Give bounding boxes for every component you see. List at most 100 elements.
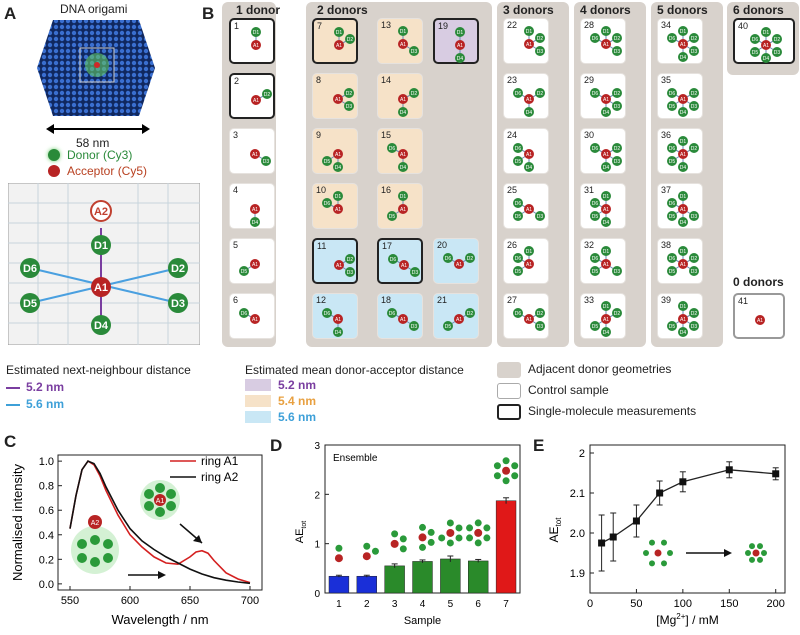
- dot-label: A1: [335, 207, 341, 213]
- sample-number: 31: [584, 185, 595, 195]
- x-tick-label: 2: [364, 599, 370, 610]
- sample-number: 2: [234, 76, 240, 86]
- glyph-acceptor: [334, 554, 343, 563]
- sample-number: 32: [584, 240, 595, 250]
- sample-number: 24: [507, 130, 518, 140]
- dot-label: D4: [680, 55, 687, 61]
- dot-label: D6: [669, 36, 676, 42]
- x-axis-label-sup: 2+: [676, 612, 685, 621]
- sample-number: 6: [233, 295, 239, 305]
- glyph-donor: [446, 539, 454, 547]
- legend-single-molecule: Single-molecule measurements: [528, 404, 697, 418]
- schematic-node-d5: D5: [23, 298, 37, 310]
- dot-label: A1: [456, 262, 462, 268]
- donor-dot: [678, 191, 688, 201]
- dot-label: A1: [526, 152, 532, 158]
- bar-5: [440, 558, 461, 594]
- donor-dot: [689, 33, 699, 43]
- panel-label-d: D: [270, 436, 283, 455]
- donor-dot: [455, 27, 465, 37]
- donor-dot: [513, 308, 523, 318]
- schematic-node-d6: D6: [23, 263, 37, 275]
- glyph-donor: [749, 556, 755, 563]
- dot-label: D3: [537, 49, 544, 55]
- x-tick-label: 1: [336, 599, 342, 610]
- ring-a1-icon: A1: [140, 480, 180, 520]
- legend-control: Control sample: [528, 383, 609, 397]
- donor-dot: [513, 211, 523, 221]
- dot-label: D1: [680, 304, 687, 310]
- donor-dot: [601, 217, 611, 227]
- donor-dot: [667, 253, 677, 263]
- sample-number: 21: [437, 295, 448, 305]
- dot-label: D5: [669, 214, 676, 220]
- dot-label: D6: [669, 146, 676, 152]
- glyph-donor: [391, 530, 399, 538]
- dot-label: D1: [400, 194, 407, 200]
- dot-label: D6: [592, 256, 599, 262]
- dot-label: D6: [669, 256, 676, 262]
- dot-label: D1: [763, 30, 770, 36]
- dot-label: A1: [336, 263, 342, 269]
- legend-adjacent: Adjacent donor geometries: [528, 362, 672, 376]
- glyph-donor: [511, 462, 519, 470]
- dot-label: D6: [752, 37, 759, 43]
- dot-label: A1: [757, 318, 763, 324]
- sample-number: 11: [317, 241, 327, 251]
- dot-label: D3: [411, 324, 418, 330]
- donor-dot: [465, 253, 475, 263]
- donor-dot: [601, 191, 611, 201]
- donor-dot: [612, 46, 622, 56]
- glyph-donor: [649, 539, 655, 546]
- acceptor-dot: [398, 94, 408, 104]
- dist-line-purple: [6, 387, 20, 389]
- acceptor-dot: [755, 315, 765, 325]
- donor-dot: [387, 211, 397, 221]
- acceptor-dot: [250, 149, 260, 159]
- donor-dot: [398, 191, 408, 201]
- dot-label: D2: [691, 146, 698, 152]
- dot-label: D4: [680, 165, 687, 171]
- donor-dot: [772, 34, 782, 44]
- glyph-donor: [661, 560, 667, 567]
- sample-number: 30: [584, 130, 595, 140]
- donor-dot: [239, 266, 249, 276]
- y-tick-label: 1: [314, 540, 320, 551]
- dot-label: D3: [263, 159, 270, 165]
- donor-dot: [689, 253, 699, 263]
- data-point: [656, 489, 664, 497]
- donor-dot: [590, 88, 600, 98]
- donor-dot: [388, 254, 398, 264]
- donor-dot: [398, 107, 408, 117]
- ring-donor: [77, 553, 87, 563]
- dot-label: D2: [467, 311, 474, 317]
- legend-label-1: ring A1: [201, 454, 239, 468]
- donor-dot: [612, 266, 622, 276]
- y-tick-label: 2.0: [570, 528, 585, 540]
- glyph-donor: [761, 550, 767, 556]
- donor-dot: [322, 198, 332, 208]
- plot-frame: [57, 454, 263, 591]
- donor-dot: [612, 308, 622, 318]
